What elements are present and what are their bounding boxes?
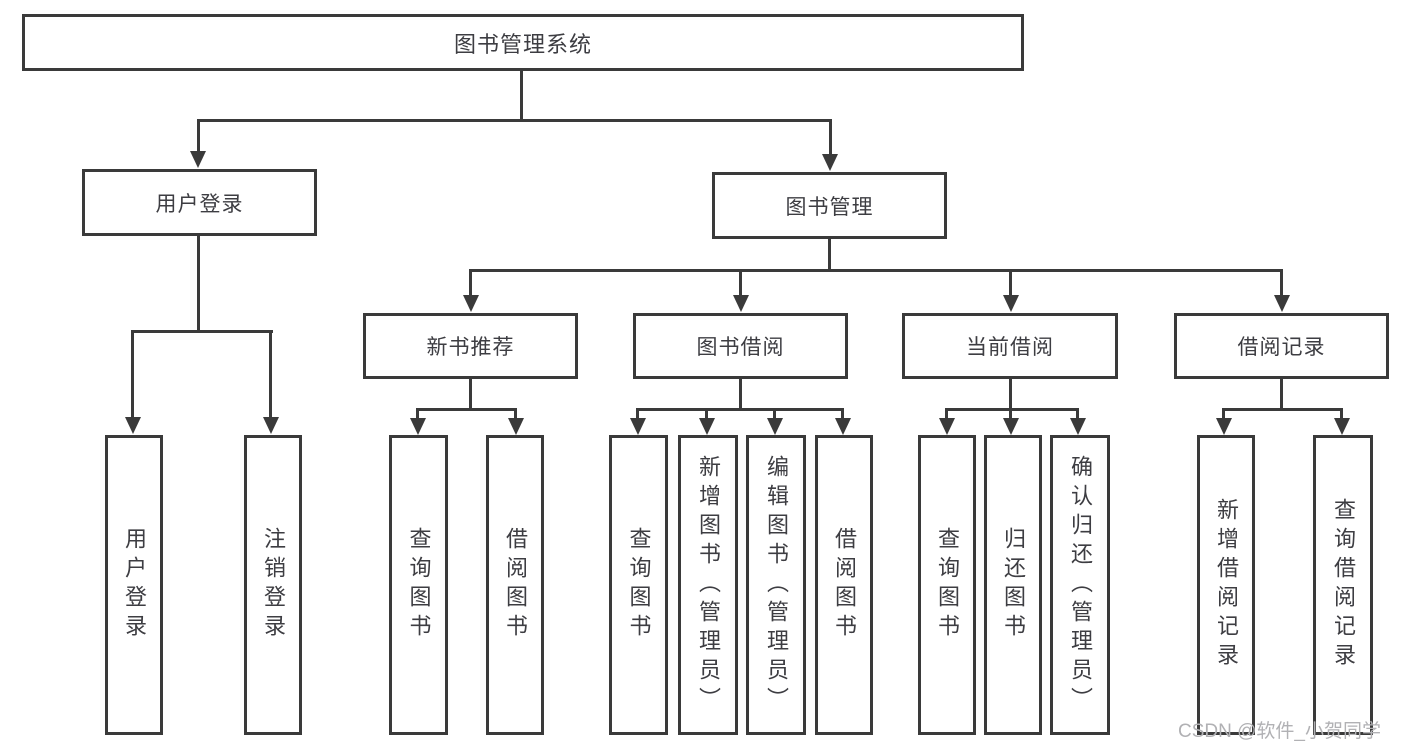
leaf-label: 新增借阅记录 — [1214, 498, 1239, 672]
leaf-bb-edit-book-admin: 编辑图书（管理员） — [746, 435, 806, 735]
connector-drop-leaf — [705, 408, 708, 419]
leaf-label: 借阅图书 — [503, 527, 528, 643]
leaf-nbr-borrow-books: 借阅图书 — [486, 435, 544, 735]
connector-drop-book-borrowing — [739, 269, 742, 296]
arrowhead-icon — [1070, 418, 1086, 435]
node-book-borrowing: 图书借阅 — [633, 313, 848, 379]
connector-drop-leaf — [841, 408, 844, 419]
leaf-label: 查询图书 — [935, 527, 960, 643]
node-borrowing-records: 借阅记录 — [1174, 313, 1389, 379]
connector-drop-leaf — [1222, 408, 1225, 419]
connector-drop-leaf — [269, 330, 272, 418]
arrowhead-icon — [835, 418, 851, 435]
leaf-cb-query-books: 查询图书 — [918, 435, 976, 735]
connector-drop-borrowing-records — [1280, 269, 1283, 296]
arrowhead-icon — [1334, 418, 1350, 435]
node-library-management-system: 图书管理系统 — [22, 14, 1024, 71]
connector-drop-leaf — [131, 330, 134, 418]
leaf-label: 确认归还（管理员） — [1068, 454, 1093, 716]
arrowhead-icon — [1003, 418, 1019, 435]
leaf-br-query-borrow-record: 查询借阅记录 — [1313, 435, 1373, 735]
arrowhead-icon — [630, 418, 646, 435]
connector-drop-leaf — [636, 408, 639, 419]
leaf-label: 新增图书（管理员） — [696, 454, 721, 716]
leaf-user-login: 用户登录 — [105, 435, 163, 735]
connector-book-borrowing-stem — [739, 379, 742, 410]
arrowhead-icon — [699, 418, 715, 435]
connector-book-management-rail — [469, 269, 1283, 272]
leaf-br-add-borrow-record: 新增借阅记录 — [1197, 435, 1255, 735]
connector-new-book-rail — [416, 408, 517, 411]
node-user-login: 用户登录 — [82, 169, 317, 236]
connector-drop-book-management — [829, 119, 832, 155]
leaf-bb-query-books: 查询图书 — [609, 435, 668, 735]
leaf-label: 注销登录 — [261, 527, 286, 643]
node-label: 图书借阅 — [696, 336, 785, 359]
node-label: 借阅记录 — [1237, 336, 1326, 359]
arrowhead-icon — [125, 417, 141, 434]
connector-current-borrowing-rail — [945, 408, 1079, 411]
node-current-borrowing: 当前借阅 — [902, 313, 1118, 379]
connector-drop-leaf — [773, 408, 776, 419]
leaf-label: 查询图书 — [626, 527, 652, 643]
leaf-label: 查询图书 — [406, 527, 432, 643]
connector-user-login-stem — [197, 236, 200, 333]
connector-root-stem — [520, 71, 523, 122]
leaf-bb-add-book-admin: 新增图书（管理员） — [678, 435, 738, 735]
connector-current-borrowing-stem — [1009, 379, 1012, 410]
arrowhead-icon — [410, 418, 426, 435]
node-label: 图书管理 — [785, 195, 874, 219]
csdn-watermark: CSDN @软件_小贺同学 — [1178, 721, 1381, 742]
arrowhead-icon — [263, 417, 279, 434]
connector-drop-leaf — [1076, 408, 1079, 419]
connector-borrowing-records-stem — [1280, 379, 1283, 410]
arrowhead-icon — [939, 418, 955, 435]
arrowhead-icon — [463, 295, 479, 312]
connector-root-rail — [197, 119, 832, 122]
leaf-label: 查询借阅记录 — [1331, 498, 1356, 672]
leaf-label: 借阅图书 — [832, 527, 857, 643]
node-book-management: 图书管理 — [712, 172, 947, 239]
leaf-nbr-query-books: 查询图书 — [389, 435, 448, 735]
arrowhead-icon — [190, 151, 206, 168]
connector-drop-leaf — [416, 408, 419, 419]
arrowhead-icon — [822, 154, 838, 171]
connector-drop-leaf — [514, 408, 517, 419]
connector-borrowing-records-rail — [1222, 408, 1343, 411]
connector-drop-new-book — [469, 269, 472, 296]
leaf-label: 编辑图书（管理员） — [764, 454, 789, 716]
connector-drop-user-login — [197, 119, 200, 153]
node-label: 新书推荐 — [426, 336, 515, 359]
arrowhead-icon — [767, 418, 783, 435]
arrowhead-icon — [733, 295, 749, 312]
leaf-cb-confirm-return-admin: 确认归还（管理员） — [1050, 435, 1110, 735]
connector-drop-leaf — [1340, 408, 1343, 419]
connector-book-borrowing-rail — [636, 408, 844, 411]
connector-drop-leaf — [1009, 408, 1012, 419]
arrowhead-icon — [508, 418, 524, 435]
arrowhead-icon — [1003, 295, 1019, 312]
connector-user-login-rail — [131, 330, 273, 333]
leaf-label: 用户登录 — [122, 527, 147, 643]
connector-drop-current-borrowing — [1009, 269, 1012, 296]
connector-book-management-stem — [828, 239, 831, 271]
node-new-book-recommendation: 新书推荐 — [363, 313, 578, 379]
leaf-bb-borrow-books: 借阅图书 — [815, 435, 873, 735]
node-label: 图书管理系统 — [453, 31, 592, 57]
leaf-cb-return-books: 归还图书 — [984, 435, 1042, 735]
connector-new-book-stem — [469, 379, 472, 410]
arrowhead-icon — [1216, 418, 1232, 435]
leaf-label: 归还图书 — [1001, 527, 1026, 643]
node-label: 用户登录 — [155, 192, 244, 216]
arrowhead-icon — [1274, 295, 1290, 312]
leaf-logout: 注销登录 — [244, 435, 302, 735]
connector-drop-leaf — [945, 408, 948, 419]
node-label: 当前借阅 — [966, 336, 1054, 359]
